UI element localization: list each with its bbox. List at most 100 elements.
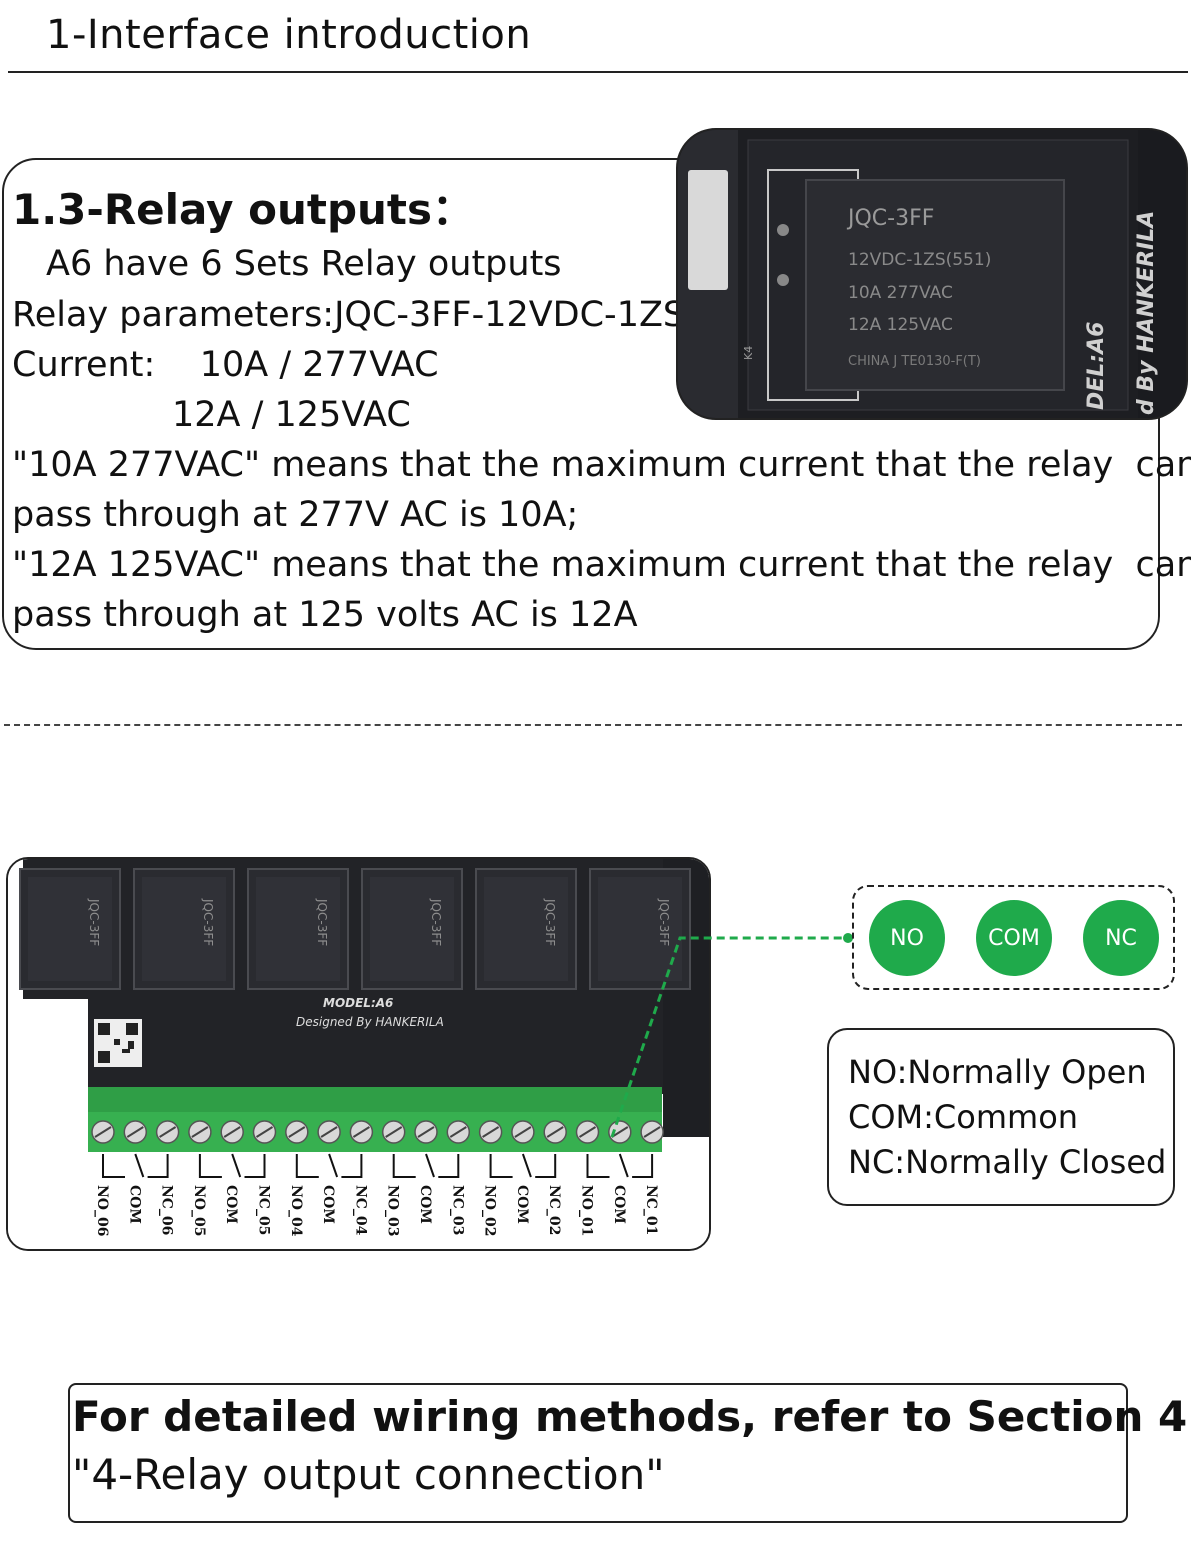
relay-2: JQC-3FF (475, 868, 577, 990)
relay-label: JQC-3FF (657, 898, 671, 946)
wire-com (134, 1153, 145, 1178)
page-title: 1-Interface introduction (46, 12, 532, 58)
terminal-screw (252, 1120, 277, 1144)
terminal-screw (317, 1120, 341, 1144)
relay-board-photo: JQC-3FF JQC-3FF JQC-3FF JQC-3FF JQC-3FF JQC-3… (6, 857, 711, 1251)
board-model-label: MODEL:A6 (323, 996, 393, 1010)
wire-no (392, 1154, 416, 1178)
relay-label: JQC-3FF (429, 898, 443, 946)
definition-nc: NC:Normally Closed (848, 1143, 1167, 1181)
wiring-note-line1: For detailed wiring methods, refer to Se… (72, 1392, 1188, 1441)
terminal-screw (123, 1120, 148, 1144)
relay-label: JQC-3FF (543, 898, 557, 946)
relay-3: JQC-3FF (361, 868, 463, 990)
relay-spec-line: 12A 125VAC (848, 315, 953, 335)
terminal-label: COM (320, 1185, 336, 1224)
relay-1: JQC-3FF (589, 868, 691, 990)
wire-no (295, 1154, 319, 1178)
current-rating-1: Current: 10A / 277VAC (12, 345, 439, 385)
terminal-legend (852, 885, 1175, 990)
terminal-label: NO_03 (385, 1185, 401, 1236)
terminal-label: NC_05 (256, 1185, 272, 1235)
terminal-screw (446, 1120, 471, 1144)
terminal-screw (188, 1120, 212, 1144)
explanation-1b: pass through at 277V AC is 10A; (12, 495, 579, 535)
explanation-2b: pass through at 125 volts AC is 12A (12, 595, 638, 635)
terminal-screw (414, 1120, 438, 1144)
relay-label: JQC-3FF (87, 898, 101, 946)
terminal-label: COM (611, 1185, 627, 1224)
terminal-label: NO_06 (94, 1185, 110, 1236)
terminal-label: COM (223, 1185, 239, 1224)
wire-com (231, 1153, 242, 1178)
terminal-label: NO_01 (579, 1185, 595, 1236)
relay-brand-text: JQC-3FF (846, 206, 934, 231)
title-divider (8, 71, 1188, 73)
relay-label: JQC-3FF (315, 898, 329, 946)
relay-6: JQC-3FF (19, 868, 121, 990)
terminal-screw (478, 1120, 503, 1144)
definition-no: NO:Normally Open (848, 1053, 1147, 1091)
terminal-screw (608, 1120, 632, 1144)
wire-com (618, 1153, 629, 1178)
legend-dot-nc: NC (1083, 900, 1159, 976)
wire-nc (147, 1154, 169, 1178)
terminal-screw (155, 1120, 180, 1144)
relay-spec-line: 10A 277VAC (848, 283, 953, 303)
wire-nc (632, 1154, 654, 1178)
wire-nc (244, 1154, 266, 1178)
legend-dot-com: COM (976, 900, 1052, 976)
terminal-screw (349, 1120, 374, 1144)
wire-com (425, 1153, 435, 1178)
wire-nc (438, 1154, 460, 1178)
relay-closeup-photo: JQC-3FF 12VDC-1ZS(551) 10A 277VAC 12A 12… (676, 128, 1188, 420)
explanation-2a: "12A 125VAC" means that the maximum curr… (12, 545, 1191, 585)
board-designer-label: Designed By HANKERILA (296, 1015, 444, 1029)
board-designer-text: d By HANKERILA (1134, 211, 1159, 415)
terminal-label: NC_01 (643, 1185, 659, 1235)
terminal-screw (91, 1120, 115, 1144)
terminal-label: COM (417, 1185, 433, 1224)
board-model-text: DEL:A6 (1084, 322, 1109, 410)
terminal-screw (575, 1120, 600, 1144)
terminal-screw (543, 1120, 567, 1144)
wire-com (521, 1153, 532, 1178)
wiring-note-box (68, 1383, 1128, 1523)
terminal-label: NC_06 (159, 1185, 175, 1235)
wire-no (102, 1154, 125, 1178)
relay-5: JQC-3FF (133, 868, 235, 990)
wire-no (198, 1154, 222, 1178)
terminal-label: NO_04 (288, 1185, 304, 1237)
terminal-screw (511, 1120, 535, 1144)
terminal-label: NO_02 (482, 1185, 498, 1236)
wire-com (328, 1153, 339, 1178)
legend-dot-no: NO (869, 900, 945, 976)
wiring-note-line2: "4-Relay output connection" (72, 1450, 665, 1499)
terminal-screw (381, 1120, 406, 1144)
definitions-panel (827, 1028, 1175, 1206)
relay-4: JQC-3FF (247, 868, 349, 990)
terminal-screw (285, 1120, 309, 1144)
section-separator (4, 724, 1182, 726)
wire-no (586, 1154, 610, 1178)
relay-count-text: A6 have 6 Sets Relay outputs (46, 244, 562, 284)
explanation-1a: "10A 277VAC" means that the maximum curr… (12, 445, 1191, 485)
wire-nc (535, 1154, 557, 1178)
terminal-label: COM (126, 1185, 142, 1224)
relay-label: JQC-3FF (201, 898, 215, 946)
terminal-screw (640, 1120, 664, 1144)
relay-spec-line: 12VDC-1ZS(551) (848, 250, 991, 270)
current-rating-2: 12A / 125VAC (172, 395, 411, 435)
relay-parameters-text: Relay parameters:JQC-3FF-12VDC-1ZS (12, 295, 686, 335)
terminal-label: NC_02 (546, 1185, 562, 1235)
wire-no (489, 1154, 513, 1178)
terminal-label: NO_05 (191, 1185, 207, 1236)
terminal-label: NC_03 (449, 1185, 465, 1235)
relay-spec-line: CHINA J TE0130-F(T) (848, 354, 981, 369)
definition-com: COM:Common (848, 1098, 1079, 1136)
wire-nc (341, 1154, 363, 1178)
terminal-screw (220, 1120, 244, 1144)
terminal-label: COM (514, 1185, 530, 1224)
terminal-label: NC_04 (352, 1185, 368, 1236)
section-heading: 1.3-Relay outputs： (12, 185, 474, 234)
